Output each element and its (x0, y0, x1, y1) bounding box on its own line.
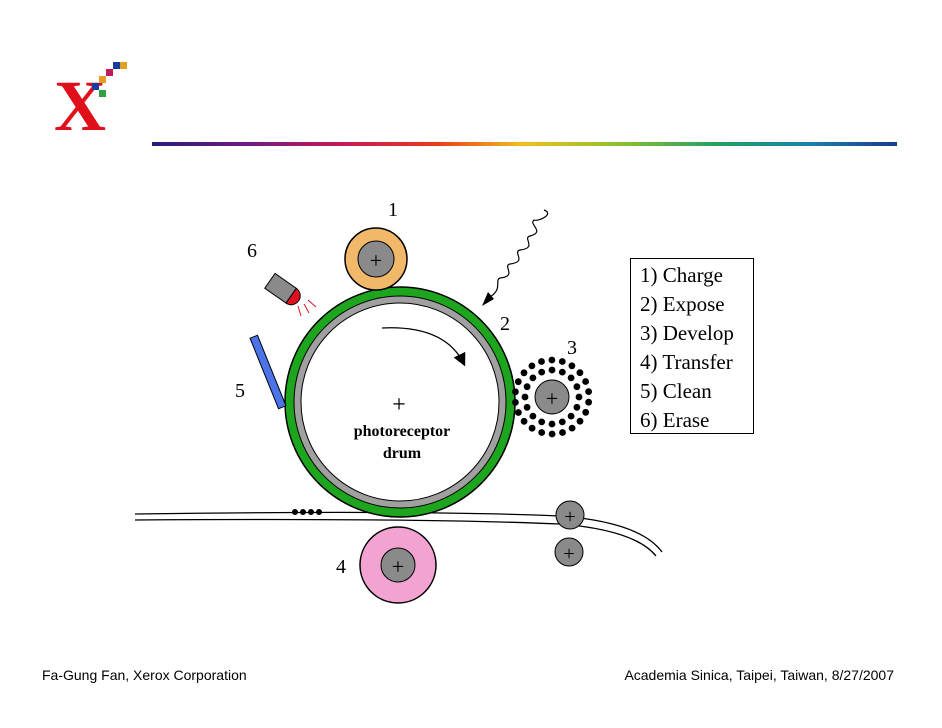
toner-bead (573, 383, 581, 391)
toner-bead (529, 412, 537, 420)
fuser-rollers: + + (554, 500, 585, 567)
charge-roller: + (344, 227, 408, 291)
exposure-light (482, 209, 549, 306)
toner-bead (514, 378, 522, 386)
transfer-roller-plus: + (392, 554, 404, 579)
toner-bead (512, 388, 519, 396)
toner-bead (585, 398, 592, 406)
legend-item-clean: 5) Clean (640, 379, 712, 403)
xerox-logo: X (54, 62, 127, 146)
footer-venue-date: Academia Sinica, Taipei, Taiwan, 8/27/20… (624, 667, 894, 683)
developer-roller: + (512, 356, 592, 438)
toner-bead (558, 368, 566, 376)
toner-bead (576, 417, 584, 425)
logo-letter: X (54, 66, 106, 146)
drum-label-line1: photoreceptor (354, 423, 451, 440)
label-charge: 1 (388, 199, 398, 221)
toner-bead (582, 408, 590, 416)
toner-bead (582, 378, 589, 385)
paper-path (134, 511, 663, 557)
toner-bead (568, 362, 576, 370)
toner-bead (548, 430, 556, 438)
charge-roller-plus: + (370, 248, 382, 273)
developer-roller-plus: + (546, 386, 558, 411)
toner-bead (575, 393, 583, 401)
logo-pixel (106, 69, 113, 76)
logo-pixel (120, 62, 127, 69)
label-erase: 6 (247, 240, 257, 262)
rotation-arrow (381, 327, 466, 367)
toner-bead (576, 369, 584, 377)
label-develop: 3 (567, 337, 577, 359)
toner-bead (558, 418, 566, 426)
toner-bead (548, 356, 556, 364)
toner-bead (523, 403, 531, 411)
toner-bead (528, 424, 536, 432)
toner-bead (567, 412, 575, 420)
legend-item-develop: 3) Develop (640, 321, 734, 345)
header-rainbow-divider (152, 142, 897, 146)
legend-item-charge: 1) Charge (640, 263, 724, 287)
label-expose: 2 (500, 313, 510, 335)
legend-item-expose: 2) Expose (640, 292, 725, 316)
transferred-toner (292, 509, 322, 515)
toner-bead (568, 424, 576, 432)
process-steps-legend: 1) Charge 2) Expose 3) Develop 4) Transf… (630, 258, 754, 434)
toner-bead (528, 362, 536, 370)
toner-bead (520, 369, 528, 377)
cleaning-blade (249, 334, 287, 410)
drum-center-plus: + (392, 392, 406, 418)
logo-pixel (113, 62, 120, 69)
toner-bead (515, 409, 522, 416)
erase-lamp (264, 272, 317, 317)
toner-bead (538, 418, 546, 426)
toner-bead (548, 366, 556, 374)
toner-bead (538, 358, 545, 365)
fuser-top-plus: + (564, 506, 575, 528)
toner-bead (512, 399, 519, 406)
toner-bead (538, 429, 546, 436)
toner-bead (573, 403, 581, 411)
legend-item-transfer: 4) Transfer (640, 350, 733, 374)
logo-pixel (99, 90, 106, 97)
toner-bead (548, 420, 556, 428)
label-clean: 5 (235, 380, 245, 402)
drum-label-line2: drum (383, 445, 422, 462)
logo-pixel (99, 76, 106, 83)
toner-bead (585, 388, 592, 395)
footer-author: Fa-Gung Fan, Xerox Corporation (42, 667, 247, 683)
legend-item-erase: 6) Erase (640, 408, 710, 432)
logo-pixel (92, 83, 99, 90)
toner-bead (520, 417, 528, 425)
toner-bead (559, 429, 566, 436)
toner-bead (567, 374, 575, 382)
toner-bead (523, 383, 531, 391)
toner-bead (538, 368, 546, 376)
fuser-bottom-plus: + (563, 543, 574, 565)
toner-bead (521, 393, 529, 401)
toner-bead (529, 374, 537, 382)
toner-bead (558, 358, 566, 365)
label-transfer: 4 (336, 556, 346, 578)
transfer-roller: + (359, 526, 437, 604)
